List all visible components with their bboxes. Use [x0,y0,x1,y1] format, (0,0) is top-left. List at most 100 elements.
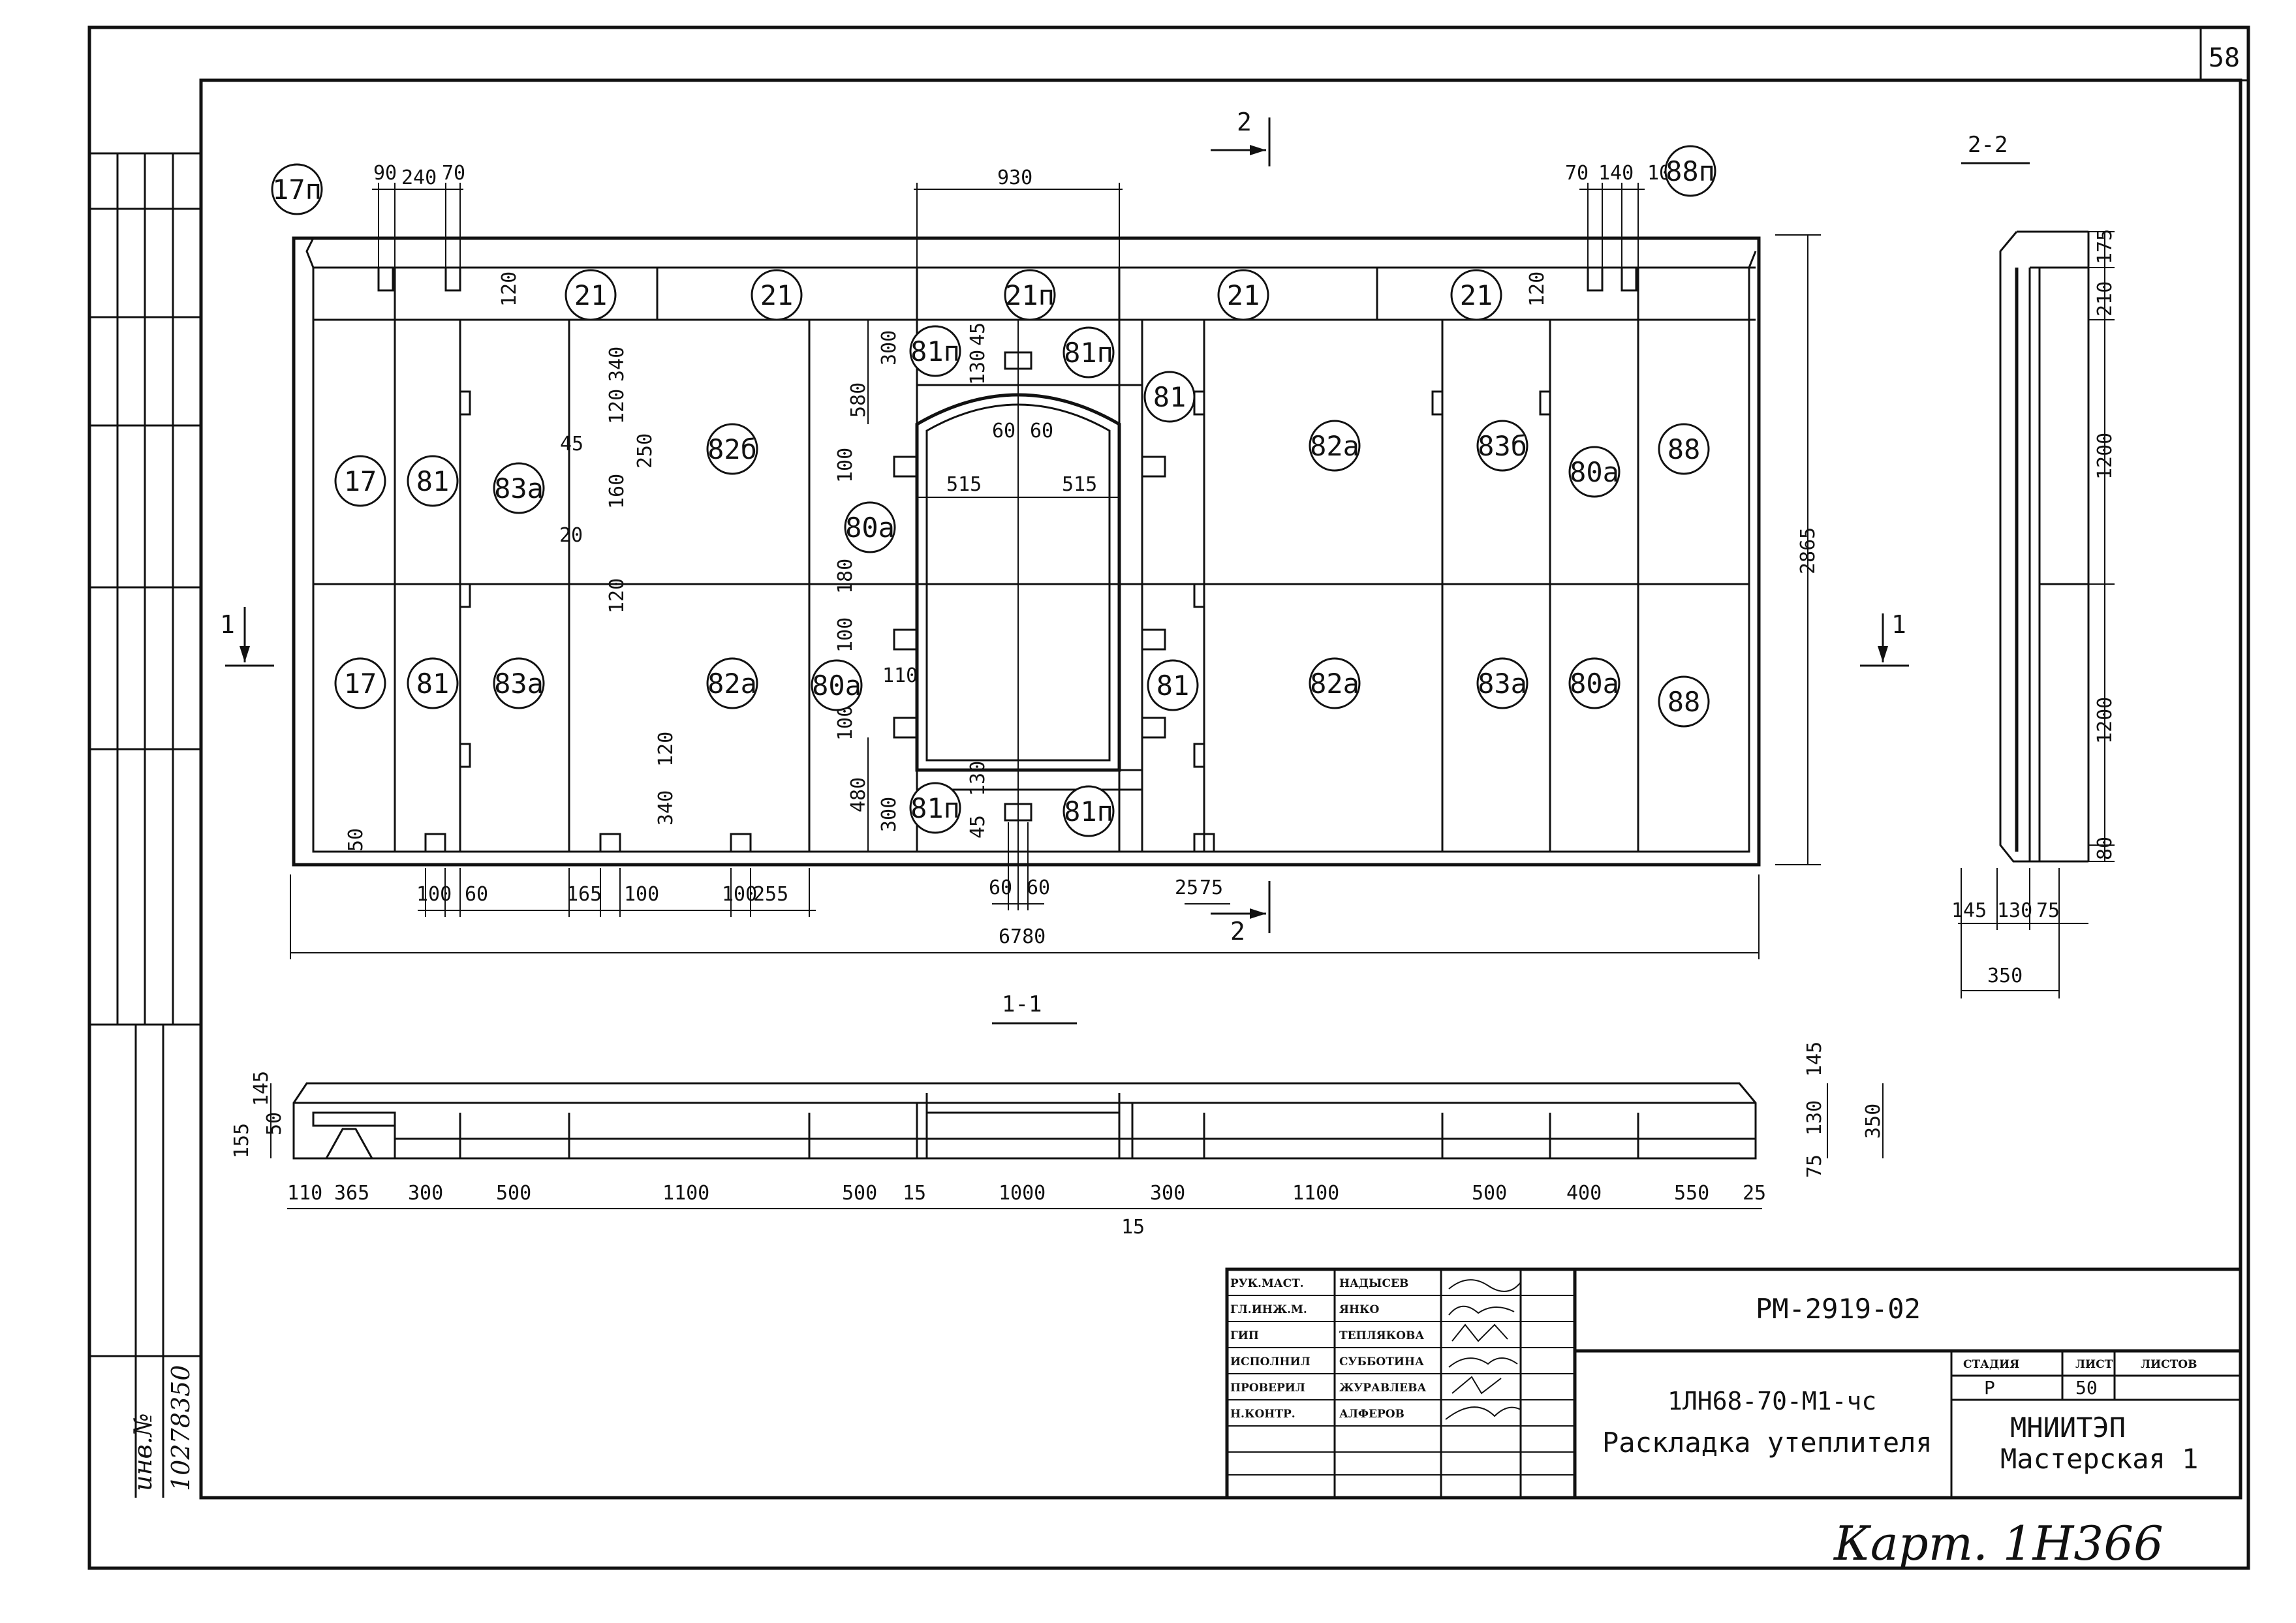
panel-mark: 88 [1658,675,1710,728]
svg-text:88п: 88п [1666,155,1715,187]
panel-mark: 83б [1476,420,1528,472]
panel-mark: 81п [909,782,961,834]
sheet-number-box [2199,26,2250,82]
dim-2-2-3: 1200 [2094,433,2117,480]
dim-bottom-1: 100 [416,883,452,906]
dim-2-2-5: 80 [2094,837,2117,860]
panel-outline [292,236,1761,867]
svg-text:21п: 21п [1005,279,1055,311]
section-cut-label: 1 [220,610,235,639]
name-6: АЛФЕРОВ [1339,1408,1404,1421]
panel-mark: 82а [706,657,758,709]
dim-2-2-4: 1200 [2094,697,2117,744]
dim-top-left-2: 240 [401,166,437,189]
svg-text:81: 81 [416,465,450,497]
dim-1-1-b: 1100 [662,1182,709,1205]
section-2-2-title: 2-2 [1968,132,2008,158]
dim-int-23: 300 [878,797,901,832]
panel-mark: 82а [1309,657,1361,709]
stage: Р [1984,1377,1995,1399]
dim-int-2: 340 [606,347,628,382]
dim-bottom-9: 25 [1175,876,1198,899]
dim-1-1-b: 1100 [1292,1182,1339,1205]
panel-mark: 83а [493,462,545,514]
panel-mark: 88п [1664,145,1716,197]
svg-text:80а: 80а [1570,668,1619,700]
svg-text:83б: 83б [1478,430,1527,462]
dim-1-1-r3: 75 [1803,1154,1826,1178]
svg-text:83а: 83а [1478,668,1527,700]
dim-top-center: 930 [997,166,1032,189]
panel-mark: 81п [1063,785,1115,837]
name-4: СУББОТИНА [1339,1355,1424,1368]
panel-mark: 80а [811,659,863,711]
panel-mark: 80а [1568,657,1621,709]
dim-bottom-8: 60 [1027,876,1050,899]
dim-int-17: 515 [1062,473,1097,496]
dim-2-2-b1: 145 [1951,899,1987,922]
section-1-1-title: 1-1 [1002,991,1042,1017]
panel-mark: 21 [565,269,617,321]
panel-mark: 21 [1450,269,1502,321]
svg-text:88: 88 [1668,433,1701,465]
dim-top-right-2: 140 [1598,162,1634,185]
svg-text:82б: 82б [707,433,757,465]
panel-mark: 81п [1063,326,1115,379]
panel-mark: 21 [1217,269,1269,321]
svg-text:81п: 81п [910,792,960,824]
panel-mark: 81 [1147,659,1199,711]
svg-text:88: 88 [1668,686,1701,718]
dim-1-1-r4: 350 [1862,1104,1885,1139]
dim-int-7: 20 [559,524,583,547]
svg-text:81п: 81п [910,335,960,367]
dim-int-8: 120 [606,578,628,613]
svg-text:21: 21 [574,279,608,311]
dim-2-2-b2: 130 [1997,899,2032,922]
dim-overall-height: 2865 [1797,527,1820,574]
role-2: ГЛ.ИНЖ.М. [1230,1303,1307,1316]
org-line-1: МНИИТЭП [2010,1412,2126,1444]
panel-mark: 88 [1658,423,1710,475]
panel-mark: 83а [493,657,545,709]
panel-mark: 82б [706,423,758,475]
dim-1-1-b: 25 [1743,1182,1766,1205]
panel-mark: 17 [334,455,386,507]
dim-1-1-r1: 145 [1803,1042,1826,1077]
window-opening [915,393,1121,772]
dim-bottom-5: 100 [722,883,757,906]
svg-text:83а: 83а [494,472,544,504]
dim-1-1-b: 400 [1566,1182,1602,1205]
svg-text:81п: 81п [1064,337,1113,369]
panel-mark: 21п [1004,269,1056,321]
panel-mark: 82а [1309,420,1361,472]
dim-2-2-b3: 75 [2036,899,2060,922]
dim-int-20: 110 [882,664,918,687]
doc-code: РМ-2919-02 [1756,1293,1921,1325]
dim-2-2-1: 175 [2094,229,2117,264]
svg-text:81: 81 [1153,381,1187,413]
name-5: ЖУРАВЛЕВА [1339,1382,1426,1395]
svg-text:82а: 82а [1310,430,1359,462]
dim-1-1-b: 365 [334,1182,369,1205]
role-4: ИСПОЛНИЛ [1230,1355,1311,1368]
margin-stamp-number: 10278350 [166,1365,195,1491]
dim-2-2-total: 350 [1987,965,2023,987]
dim-int-13: 130 [967,350,989,385]
dim-int-14: 60 [992,420,1016,442]
dim-1-1-b: 550 [1674,1182,1709,1205]
dim-int-10: 300 [878,330,901,365]
handwritten-note: Карт. 1Н366 [1833,1516,2164,1571]
dim-int-26: 120 [655,732,677,767]
role-5: ПРОВЕРИЛ [1230,1382,1305,1395]
dim-1-1-b: 110 [287,1182,322,1205]
left-margin-strip: инв.№ 10278350 [89,152,201,1498]
signatures [1445,1279,1521,1420]
role-6: Н.КОНТР. [1230,1408,1295,1421]
plan-view: 2 2 1 1 2865 6780 90 240 70 930 [220,108,1909,959]
svg-text:21: 21 [760,279,794,311]
svg-text:17: 17 [344,465,377,497]
dim-int-27: 340 [655,790,677,826]
dim-2-2-2: 210 [2094,281,2117,317]
name-1: НАДЫСЕВ [1339,1277,1408,1290]
